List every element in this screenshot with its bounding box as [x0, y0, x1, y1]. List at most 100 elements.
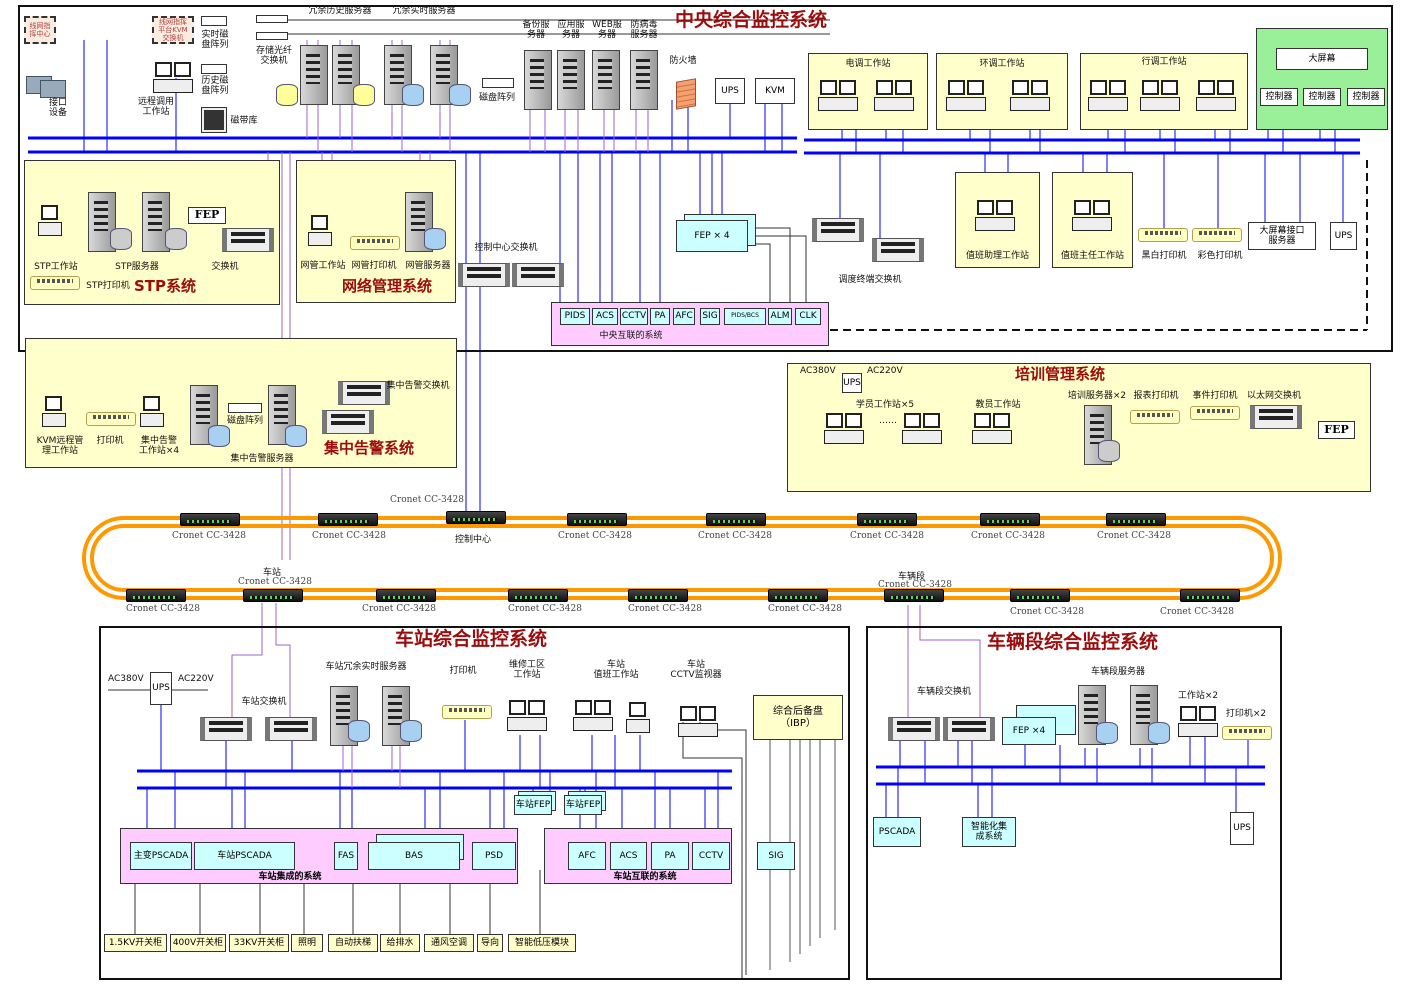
line-command-center: 线网指 挥中心 [24, 16, 56, 44]
cronet-label: Cronet CC-3428 [390, 495, 464, 505]
env-dispatch-label: 环调工作站 [979, 59, 1025, 69]
station-node-label: 车站 [263, 568, 282, 578]
connector-line [275, 603, 291, 717]
interconnect-system-box: CCTV [692, 842, 730, 870]
printer-icon [1192, 228, 1242, 242]
database-disk-icon [285, 425, 307, 447]
database-disk-icon [1096, 722, 1118, 744]
field-equipment-box: 照明 [291, 934, 323, 952]
cronet-label: Cronet CC-3428 [172, 531, 246, 541]
cronet-switch-icon [857, 513, 917, 526]
field-equipment-box: 33KV开关柜 [229, 934, 289, 952]
workstation-icon [507, 700, 547, 732]
database-disk-icon [402, 84, 424, 106]
workstation-icon [1140, 80, 1180, 112]
interconnect-pids: PIDS [560, 308, 590, 325]
kvm-box: KVM [755, 78, 795, 104]
workstation-icon [1088, 80, 1128, 112]
stp-switch-label: 交换机 [211, 262, 239, 272]
ibms-box: 智能化集 成系统 [962, 817, 1016, 847]
workstation-icon [678, 706, 718, 738]
depot-monitoring-title: 车辆段综合监控系统 [987, 631, 1159, 653]
switch-icon [512, 263, 564, 287]
server-icon [142, 192, 170, 252]
server-icon [592, 50, 620, 110]
server-icon [630, 50, 658, 110]
dispatch-switch-label: 调度终端交换机 [838, 275, 902, 285]
alarm-system-title: 集中告警系统 [324, 439, 415, 457]
big-screen-box: 大屏幕 [1276, 48, 1368, 70]
printer-icon [1130, 410, 1180, 424]
cronet-label: Cronet CC-3428 [1010, 607, 1084, 617]
depot-fep-box: FEP ×4 [1002, 717, 1056, 745]
workstation-icon [1178, 706, 1218, 738]
alarm-server-label: 集中告警服务器 [230, 454, 294, 464]
web-server-label: WEB服 务器 [592, 20, 622, 41]
cronet-switch-icon [318, 513, 378, 526]
field-equipment-box: 自动扶梯 [328, 934, 378, 952]
interconnect-pids-bcs: PIDS/BCS [724, 308, 766, 325]
central-monitoring-frame [18, 5, 1393, 352]
screen-interface-server-box: 大屏幕接口 服务器 [1248, 222, 1316, 250]
workstation-icon [874, 80, 914, 112]
controller-box: 控制器 [1347, 88, 1385, 106]
netmgmt-server-label: 网管服务器 [405, 261, 451, 271]
cronet-switch-icon [126, 589, 186, 602]
integrated-system-box: 主变PSCADA [130, 842, 192, 870]
training-server-label: 培训服务器×2 [1067, 391, 1127, 401]
workstation-icon [902, 413, 942, 445]
report-printer-label: 报表打印机 [1133, 391, 1179, 401]
workstation-icon [308, 215, 332, 247]
cronet-label: Cronet CC-3428 [768, 604, 842, 614]
cronet-switch-icon [980, 513, 1040, 526]
disk-array-label: 磁盘阵列 [478, 93, 515, 103]
integrated-system-box: 车站PSCADA [194, 842, 295, 870]
station-duty-ws-label: 车站 值班工作站 [593, 660, 639, 681]
field-equipment-box: 通风空调 [424, 934, 474, 952]
server-icon [557, 50, 585, 110]
integrated-system-box: FAS [334, 842, 358, 870]
station-fep-box: 车站FEP [564, 795, 602, 815]
tape-library-label: 磁带库 [230, 116, 258, 126]
maint-ws-label: 维修工区 工作站 [508, 660, 545, 681]
central-monitoring-title: 中央综合监控系统 [675, 9, 828, 31]
database-disk-icon [348, 720, 370, 742]
cronet-label: Cronet CC-3428 [628, 604, 702, 614]
redundant-realtime-servers-label: 冗余实时服务器 [392, 6, 456, 16]
cronet-label: Cronet CC-3428 [850, 531, 924, 541]
station-switch-label: 车站交换机 [241, 697, 287, 707]
depot-monitoring-frame [866, 626, 1282, 980]
alarm-ws-label: 集中告警 工作站×4 [138, 436, 180, 457]
station-interconnect-label: 车站互联的系统 [613, 872, 677, 882]
ups-box: UPS [1330, 222, 1357, 250]
redundant-history-servers-label: 冗余历史服务器 [308, 6, 372, 16]
station-ac380-label: AC380V [108, 674, 144, 684]
printer-icon [350, 236, 400, 250]
training-ac380-label: AC380V [800, 366, 836, 376]
cronet-label: Cronet CC-3428 [362, 604, 436, 614]
cronet-label: Cronet CC-3428 [126, 604, 200, 614]
alarm-disk-array-icon [228, 403, 262, 413]
training-system-title: 培训管理系统 [1015, 365, 1106, 383]
field-equipment-box: 智能低压模块 [508, 934, 576, 952]
switch-icon [458, 263, 510, 287]
depot-servers-label: 车辆段服务器 [1090, 667, 1145, 677]
interconnect-system-box: ACS [610, 842, 647, 870]
fc-switch-icon [256, 32, 288, 40]
control-center-switch-label: 控制中心交换机 [474, 243, 538, 253]
workstation-icon [818, 80, 858, 112]
station-integrated-label: 车站集成的系统 [258, 872, 322, 882]
student-ws-label: 学员工作站×5 [855, 400, 915, 410]
depot-ups-box: UPS [1230, 812, 1254, 845]
switch-icon [872, 238, 924, 262]
storage-fc-switch-label: 存储光纤 交换机 [255, 46, 292, 67]
ibp-panel-box: 综合后备盘 （IBP） [753, 695, 843, 740]
switch-icon [1250, 405, 1302, 429]
controller-box: 控制器 [1303, 88, 1341, 106]
central-interconnect-label: 中央互联的系统 [599, 331, 663, 341]
station-fep-box: 车站FEP [514, 795, 552, 815]
antivirus-server-label: 防病毒 服务器 [630, 20, 658, 41]
field-equipment-box: 给排水 [380, 934, 420, 952]
depot-node-label: 车辆段 [898, 572, 926, 582]
cronet-label: Cronet CC-3428 [1097, 531, 1171, 541]
